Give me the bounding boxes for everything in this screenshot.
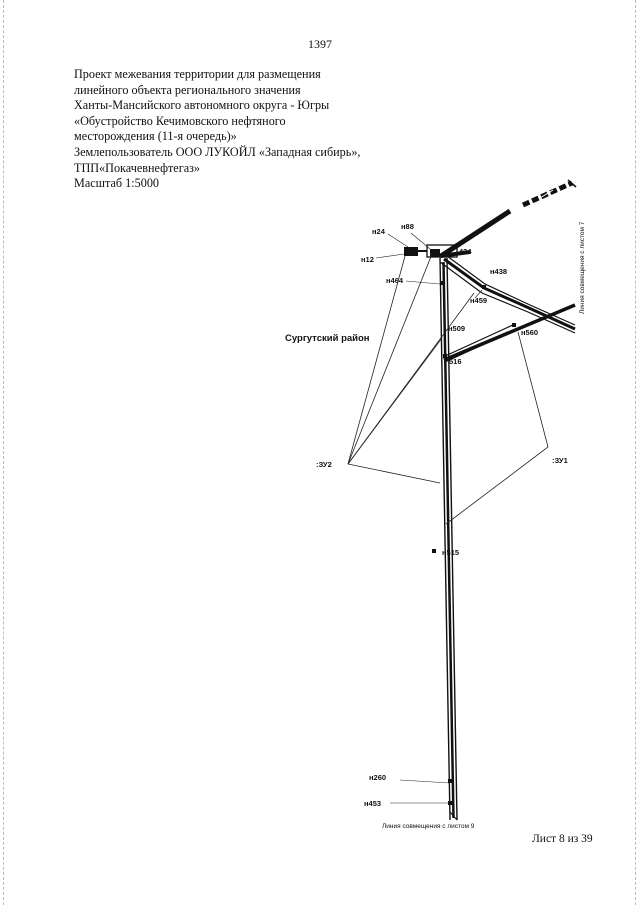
- east-branch: [442, 303, 576, 363]
- point-label-n453: н453: [364, 799, 381, 808]
- zu2-callouts: [347, 253, 475, 484]
- parcel-label-zu2: :ЗУ2: [316, 460, 332, 469]
- point-label-516: 516: [449, 357, 462, 366]
- point-leaders: [375, 232, 483, 804]
- zu1-callouts: [445, 331, 549, 525]
- region-label: Сургутский район: [285, 333, 370, 344]
- point-label-434: 434: [459, 247, 472, 256]
- point-label-n464: н464: [386, 276, 404, 285]
- north-east-pipeline: [439, 179, 577, 259]
- title-line: ТПП«Покачевнефтегаз»: [74, 160, 201, 175]
- point-label-n260: н260: [369, 773, 386, 782]
- point-label-n509: н509: [448, 324, 465, 333]
- point-label-n438: н438: [490, 267, 507, 276]
- main-corridor: [439, 257, 458, 821]
- point-label-n560: н560: [521, 328, 538, 337]
- east-corridor: [439, 255, 576, 334]
- point-label-n515: н515: [442, 548, 459, 557]
- title-line: Проект межевания территории для размещен…: [74, 67, 321, 81]
- title-line: линейного объекта регионального значения: [74, 82, 301, 97]
- title-line: месторождения (11-я очередь)»: [74, 129, 237, 144]
- title-block: Проект межевания территории для размещен…: [74, 67, 360, 192]
- point-label-n88: н88: [401, 222, 414, 231]
- point-label-n459: н459: [470, 296, 487, 305]
- point-markers: [432, 281, 516, 805]
- match-line-bottom-label: Линия совмещения с листом 9: [382, 823, 475, 830]
- title-line: Ханты-Мансийского автономного округа - Ю…: [74, 98, 330, 113]
- title-line: «Обустройство Кечимовского нефтяного: [74, 113, 286, 128]
- scale-line: Масштаб 1:5000: [74, 176, 160, 191]
- sheet-label: Лист 8 из 39: [532, 833, 593, 845]
- page-edge-left: [3, 0, 5, 905]
- title-line: Землепользователь ООО ЛУКОЙЛ «Западная с…: [74, 144, 361, 159]
- page-edge-right: [635, 0, 637, 905]
- point-label-n24: н24: [372, 227, 386, 236]
- parcel-label-zu1: :ЗУ1: [552, 456, 568, 465]
- page-number: 1397: [308, 37, 332, 51]
- junction-cluster: [404, 244, 471, 258]
- point-label-n12: н12: [361, 255, 374, 264]
- match-line-right-label: Линия совмещения с листом 7: [579, 221, 586, 314]
